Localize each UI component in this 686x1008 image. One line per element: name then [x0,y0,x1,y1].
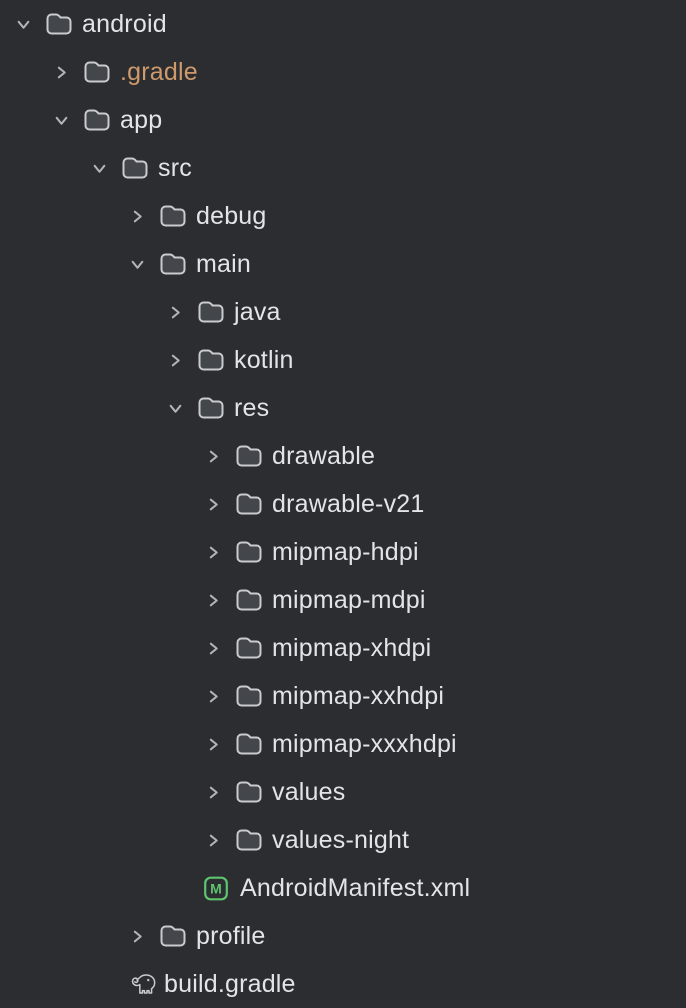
chevron-right-icon[interactable] [166,303,184,321]
folder-icon [235,732,263,756]
chevron-right-icon[interactable] [204,495,222,513]
chevron-right-icon[interactable] [166,351,184,369]
tree-item-AndroidManifest.xml[interactable]: M AndroidManifest.xml [0,864,686,912]
chevron-right-icon[interactable] [204,591,222,609]
tree-item-kotlin[interactable]: kotlin [0,336,686,384]
item-label: kotlin [234,345,294,374]
chevron-right-icon[interactable] [204,735,222,753]
folder-icon [83,108,111,132]
tree-item-mipmap-xhdpi[interactable]: mipmap-xhdpi [0,624,686,672]
tree-item-mipmap-xxxhdpi[interactable]: mipmap-xxxhdpi [0,720,686,768]
folder-icon [235,684,263,708]
item-label: android [82,9,167,38]
folder-icon [235,588,263,612]
folder-icon [45,12,73,36]
tree-item-values-night[interactable]: values-night [0,816,686,864]
folder-icon [159,252,187,276]
chevron-right-icon[interactable] [52,63,70,81]
item-label: mipmap-xxxhdpi [272,729,457,758]
item-label: res [234,393,270,422]
chevron-right-icon[interactable] [128,927,146,945]
tree-item-values[interactable]: values [0,768,686,816]
chevron-right-icon[interactable] [204,447,222,465]
folder-icon [159,204,187,228]
tree-item-profile[interactable]: profile [0,912,686,960]
tree-item-src[interactable]: src [0,144,686,192]
tree-item-res[interactable]: res [0,384,686,432]
chevron-down-icon[interactable] [90,159,108,177]
chevron-right-icon[interactable] [204,687,222,705]
item-label: app [120,105,163,134]
item-label: main [196,249,251,278]
folder-icon [235,540,263,564]
chevron-down-icon[interactable] [128,255,146,273]
item-label: build.gradle [164,969,296,998]
item-label: drawable [272,441,376,470]
manifest-m-badge-icon: M [204,876,228,901]
chevron-right-icon[interactable] [204,783,222,801]
folder-icon [159,924,187,948]
tree-item-drawable-v21[interactable]: drawable-v21 [0,480,686,528]
tree-item-build.gradle[interactable]: build.gradle [0,960,686,1008]
item-label: drawable-v21 [272,489,425,518]
tree-item-mipmap-hdpi[interactable]: mipmap-hdpi [0,528,686,576]
svg-text:M: M [210,880,222,896]
folder-icon [197,348,225,372]
item-label: mipmap-mdpi [272,585,426,614]
tree-item-java[interactable]: java [0,288,686,336]
tree-item-android[interactable]: android [0,0,686,48]
chevron-right-icon[interactable] [204,543,222,561]
tree-item-drawable[interactable]: drawable [0,432,686,480]
chevron-down-icon[interactable] [14,15,32,33]
item-label: values [272,777,346,806]
folder-icon [83,60,111,84]
folder-icon [197,396,225,420]
item-label: values-night [272,825,410,854]
tree-item-mipmap-xxhdpi[interactable]: mipmap-xxhdpi [0,672,686,720]
tree-item-.gradle[interactable]: .gradle [0,48,686,96]
folder-icon [235,636,263,660]
item-label: profile [196,921,266,950]
item-label: mipmap-hdpi [272,537,419,566]
folder-icon [235,780,263,804]
chevron-right-icon[interactable] [204,831,222,849]
chevron-right-icon[interactable] [204,639,222,657]
tree-item-debug[interactable]: debug [0,192,686,240]
folder-icon [235,444,263,468]
folder-icon [235,828,263,852]
item-label: java [234,297,281,326]
chevron-right-icon[interactable] [128,207,146,225]
tree-item-mipmap-mdpi[interactable]: mipmap-mdpi [0,576,686,624]
item-label: mipmap-xhdpi [272,633,432,662]
chevron-down-icon[interactable] [166,399,184,417]
item-label: mipmap-xxhdpi [272,681,445,710]
item-label: src [158,153,192,182]
tree-item-main[interactable]: main [0,240,686,288]
tree-item-app[interactable]: app [0,96,686,144]
item-label: debug [196,201,267,230]
folder-icon [235,492,263,516]
item-label: .gradle [120,57,198,86]
folder-icon [121,156,149,180]
gradle-elephant-icon [128,972,158,996]
chevron-down-icon[interactable] [52,111,70,129]
item-label: AndroidManifest.xml [240,873,471,902]
folder-icon [197,300,225,324]
